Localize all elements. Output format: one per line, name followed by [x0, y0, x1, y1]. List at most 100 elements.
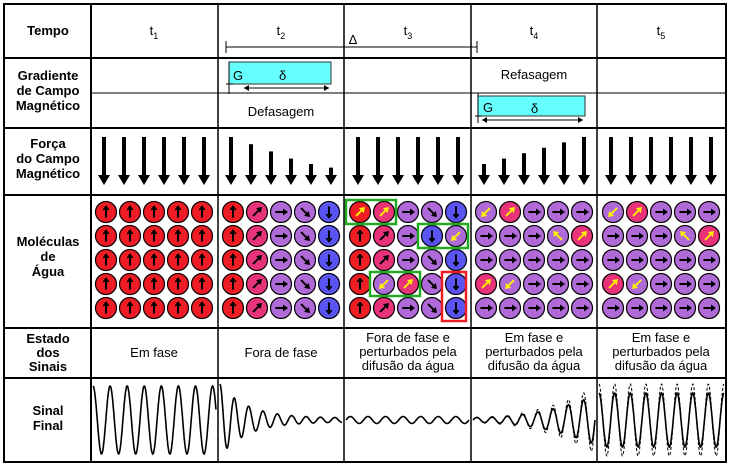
water-molecule [522, 272, 546, 296]
water-molecule [649, 296, 673, 320]
water-molecule [348, 248, 372, 272]
water-molecule [118, 248, 142, 272]
row-label-forca-1: Força [30, 136, 66, 151]
molecule-grid-t3 [348, 200, 468, 320]
water-molecule [649, 272, 673, 296]
water-molecule [372, 272, 396, 296]
water-molecule [601, 272, 625, 296]
highlight-green-box [368, 270, 422, 298]
row-label-moleculas-1: Moléculas [17, 234, 80, 249]
water-molecule [317, 200, 341, 224]
gradient-delta-label: δ [531, 101, 538, 116]
highlight-red-box [440, 270, 468, 323]
water-molecule [372, 224, 396, 248]
water-molecule [522, 248, 546, 272]
force-arrow [518, 153, 530, 185]
water-molecule [625, 272, 649, 296]
water-molecule [570, 296, 594, 320]
water-molecule [522, 224, 546, 248]
force-arrow [478, 164, 490, 185]
water-molecule [166, 248, 190, 272]
force-arrow [158, 137, 170, 185]
water-molecule [649, 224, 673, 248]
force-arrow [392, 137, 404, 185]
row-label-estado-2: dos [36, 345, 59, 360]
water-molecule [697, 200, 721, 224]
force-arrows [98, 137, 717, 185]
water-molecule [697, 224, 721, 248]
water-molecule [142, 248, 166, 272]
state-t5-line-3: difusão da água [615, 358, 708, 373]
water-molecule [221, 296, 245, 320]
force-arrow [645, 137, 657, 185]
water-molecule [396, 296, 420, 320]
water-molecule [372, 200, 396, 224]
water-molecule [444, 200, 468, 224]
gradient-text-defasagem: Defasagem [248, 104, 314, 119]
water-molecule [498, 272, 522, 296]
time-header-t1: t1 [150, 23, 159, 41]
force-arrow [352, 137, 364, 185]
water-molecule [396, 248, 420, 272]
force-arrow [625, 137, 637, 185]
water-molecule [348, 296, 372, 320]
water-molecule [190, 248, 214, 272]
water-molecule [142, 200, 166, 224]
water-molecule [221, 224, 245, 248]
water-molecule [444, 272, 468, 296]
water-molecule [166, 272, 190, 296]
water-molecule [474, 248, 498, 272]
row-label-moleculas-2: de [40, 249, 55, 264]
delta-label: Δ [349, 32, 358, 47]
force-arrow [558, 142, 570, 185]
water-molecule [697, 296, 721, 320]
state-t4-line-2: perturbados pela [485, 344, 583, 359]
water-molecule [570, 224, 594, 248]
water-molecule [221, 248, 245, 272]
water-molecule [601, 248, 625, 272]
force-arrow [705, 137, 717, 185]
state-t1-line-1: Em fase [130, 345, 178, 360]
water-molecule [673, 248, 697, 272]
water-molecule [420, 224, 444, 248]
water-molecule [444, 224, 468, 248]
water-molecule [474, 200, 498, 224]
force-arrow [225, 137, 237, 185]
water-molecule [673, 272, 697, 296]
water-molecule [142, 272, 166, 296]
table-grid [3, 3, 727, 463]
gradient-delta-label: δ [279, 68, 286, 83]
row-label-forca-2: do Campo [16, 151, 80, 166]
water-molecule [94, 200, 118, 224]
force-arrow [138, 137, 150, 185]
molecule-grid-t4 [474, 200, 594, 320]
water-molecule [625, 248, 649, 272]
water-molecule [245, 200, 269, 224]
water-molecule [94, 248, 118, 272]
highlight-boxes [344, 198, 470, 323]
water-molecule [94, 224, 118, 248]
water-molecule [94, 296, 118, 320]
row-label-moleculas-3: Água [32, 264, 65, 279]
row-labels: Tempo Gradiente de Campo Magnético Força… [16, 23, 80, 433]
water-molecule [420, 272, 444, 296]
water-molecule [269, 272, 293, 296]
water-molecule [546, 200, 570, 224]
water-molecule [166, 296, 190, 320]
water-molecule [444, 248, 468, 272]
water-molecule [269, 248, 293, 272]
water-molecule [474, 224, 498, 248]
time-header-t4: t4 [530, 23, 539, 41]
water-molecule [396, 224, 420, 248]
row-label-gradiente-1: Gradiente [18, 68, 79, 83]
force-arrow [578, 137, 590, 185]
molecule-grid-t1 [94, 200, 214, 320]
force-arrow [432, 137, 444, 185]
gradient-text-refasagem: Refasagem [501, 67, 567, 82]
water-molecule [269, 224, 293, 248]
force-arrow [118, 137, 130, 185]
row-label-gradiente-2: de Campo [17, 83, 80, 98]
force-arrow [305, 164, 317, 185]
gradient-pulse-t4: G δ [475, 93, 586, 123]
